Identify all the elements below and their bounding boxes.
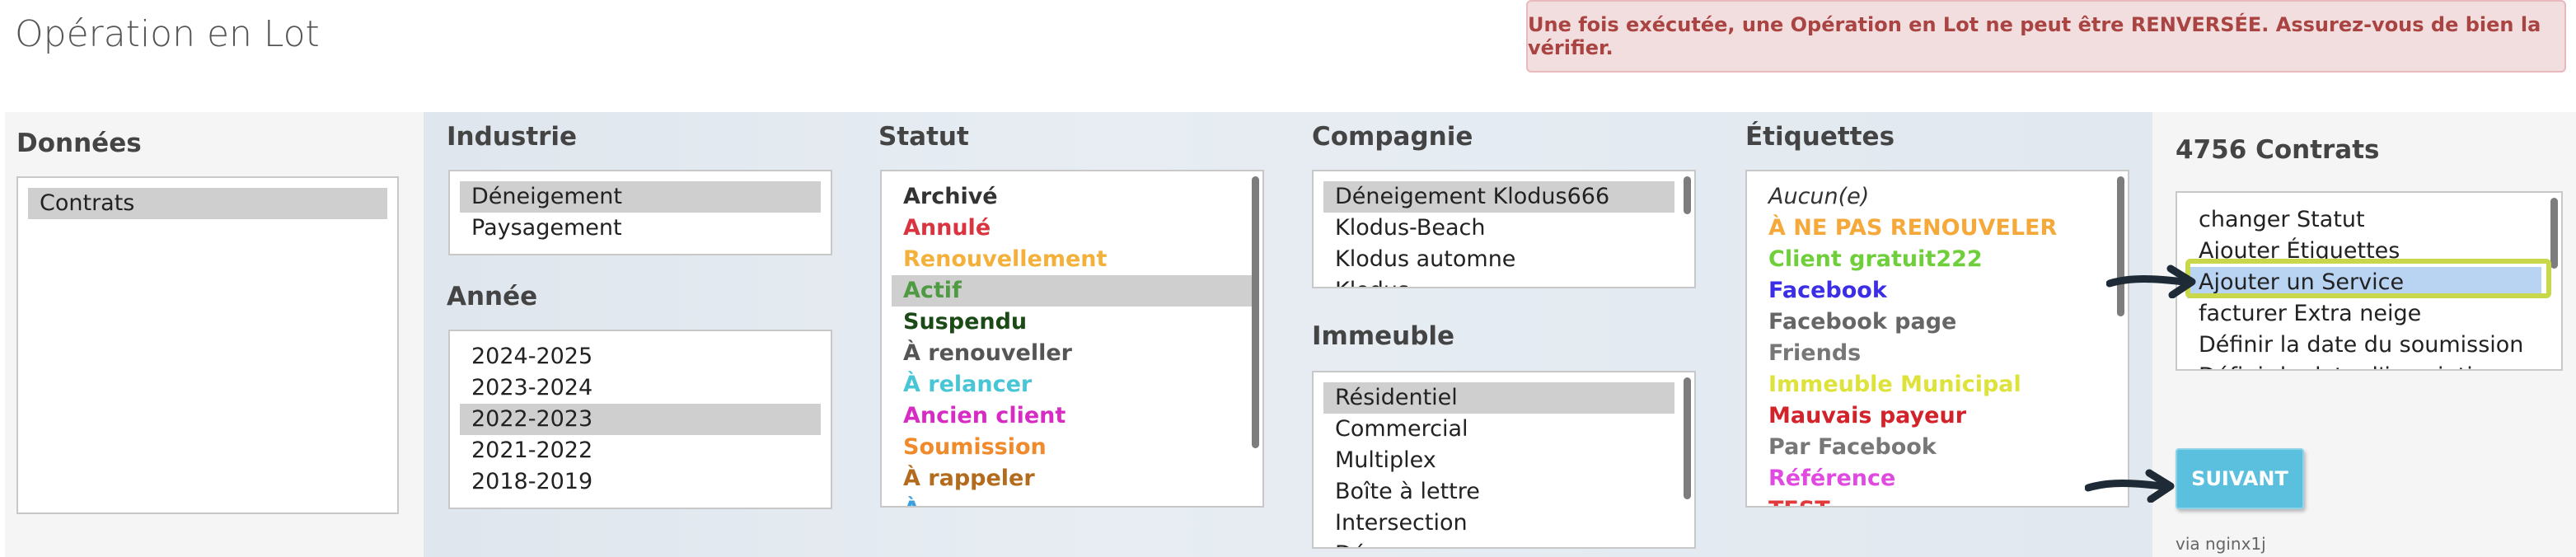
action-option[interactable]: Ajouter un Service xyxy=(2187,267,2541,298)
etiquette-option[interactable]: Facebook xyxy=(1768,278,1887,303)
statut-option[interactable]: À ... xyxy=(892,494,1253,506)
annee-option[interactable]: 2022-2023 xyxy=(460,404,821,435)
statut-option[interactable]: À rappeler xyxy=(903,466,1035,491)
etiquette-option[interactable]: À NE PAS RENOUVELER xyxy=(1768,215,2058,241)
annee-option[interactable]: 2018-2019 xyxy=(471,469,593,494)
warning-alert: Une fois exécutée, une Opération en Lot … xyxy=(1526,0,2566,73)
statut-option[interactable]: Soumission xyxy=(903,434,1047,460)
compagnie-label: Compagnie xyxy=(1312,122,1473,152)
etiquette-option[interactable]: Client gratuit222 xyxy=(1768,246,1983,272)
arrow-right-icon xyxy=(2085,469,2175,503)
annee-option[interactable]: 2023-2024 xyxy=(471,375,593,400)
page-title: Opération en Lot xyxy=(15,13,320,55)
compagnie-option[interactable]: Klodus-Beach xyxy=(1335,215,1486,241)
footer-note: via nginx1j xyxy=(2176,534,2266,554)
action-option[interactable]: Définir la date du soumission xyxy=(2199,332,2524,358)
action-option[interactable]: Ajouter Étiquettes xyxy=(2199,238,2400,264)
action-list-scrollbar[interactable] xyxy=(2550,198,2558,269)
statut-option[interactable]: Actif xyxy=(892,275,1253,307)
statut-option[interactable]: À relancer xyxy=(903,372,1033,397)
industrie-option[interactable]: Paysagement xyxy=(471,215,622,241)
donnees-label: Données xyxy=(16,129,142,158)
statut-option[interactable]: À renouveller xyxy=(903,340,1072,366)
annee-option[interactable]: 2024-2025 xyxy=(471,344,593,369)
action-option[interactable]: changer Statut xyxy=(2199,207,2365,232)
compagnie-option[interactable]: Klodus automne xyxy=(1335,246,1516,272)
etiquette-option[interactable]: Aucun(e) xyxy=(1768,184,1870,209)
warning-text: Une fois exécutée, une Opération en Lot … xyxy=(1528,13,2541,59)
arrow-right-icon xyxy=(2106,264,2196,298)
action-option[interactable]: Définir la date d'inscription xyxy=(2187,361,2541,369)
etiquette-option[interactable]: Friends xyxy=(1768,340,1862,366)
annee-label: Année xyxy=(447,282,538,311)
statut-label: Statut xyxy=(878,122,969,152)
immeuble-option[interactable]: Dépanneur... xyxy=(1323,539,1684,547)
etiquettes-list[interactable]: Aucun(e) À NE PAS RENOUVELER Client gratui… xyxy=(1745,170,2129,508)
action-option[interactable]: facturer Extra neige xyxy=(2199,301,2422,326)
etiquette-option[interactable]: TEST xyxy=(1757,494,2118,506)
etiquettes-label: Étiquettes xyxy=(1745,122,1895,152)
statut-option[interactable]: Archivé xyxy=(903,184,998,209)
contrats-count-label: 4756 Contrats xyxy=(2176,135,2380,165)
immeuble-label: Immeuble xyxy=(1312,321,1455,351)
compagnie-option[interactable]: Klodus... xyxy=(1323,275,1684,287)
immeuble-option[interactable]: Intersection xyxy=(1335,510,1468,536)
etiquette-option[interactable]: Par Facebook xyxy=(1768,434,1937,460)
compagnie-scrollbar[interactable] xyxy=(1684,176,1691,214)
compagnie-option[interactable]: Déneigement Klodus666 xyxy=(1323,181,1674,213)
immeuble-option[interactable]: Multiplex xyxy=(1335,447,1436,473)
industrie-label: Industrie xyxy=(447,122,578,152)
etiquettes-scrollbar[interactable] xyxy=(2117,176,2124,316)
industrie-option[interactable]: Déneigement xyxy=(460,181,821,213)
immeuble-scrollbar[interactable] xyxy=(1684,377,1691,499)
etiquette-option[interactable]: Mauvais payeur xyxy=(1768,403,1967,428)
annee-list[interactable]: 2024-2025 2023-2024 2022-2023 2021-2022 … xyxy=(448,330,832,509)
statut-option[interactable]: Renouvellement xyxy=(903,246,1108,272)
etiquette-option[interactable]: Facebook page xyxy=(1768,309,1957,335)
annee-option[interactable]: 2021-2022 xyxy=(471,438,593,463)
statut-option[interactable]: Suspendu xyxy=(903,309,1028,335)
immeuble-option[interactable]: Commercial xyxy=(1335,416,1468,442)
immeuble-option[interactable]: Résidentiel xyxy=(1323,382,1674,414)
donnees-list[interactable]: Contrats xyxy=(16,176,399,514)
compagnie-list[interactable]: Déneigement Klodus666 Klodus-Beach Klodu… xyxy=(1312,170,1696,288)
etiquette-option[interactable]: Référence xyxy=(1768,466,1896,491)
immeuble-option[interactable]: Boîte à lettre xyxy=(1335,479,1480,504)
statut-option[interactable]: Annulé xyxy=(903,215,991,241)
donnees-option-contrats[interactable]: Contrats xyxy=(28,188,387,219)
immeuble-list[interactable]: Résidentiel Commercial Multiplex Boîte à… xyxy=(1312,371,1696,549)
statut-scrollbar[interactable] xyxy=(1252,176,1259,448)
industrie-list[interactable]: Déneigement Paysagement xyxy=(448,170,832,255)
etiquette-option[interactable]: Immeuble Municipal xyxy=(1768,372,2021,397)
statut-option[interactable]: Ancien client xyxy=(903,403,1066,428)
next-button[interactable]: SUIVANT xyxy=(2176,448,2304,509)
